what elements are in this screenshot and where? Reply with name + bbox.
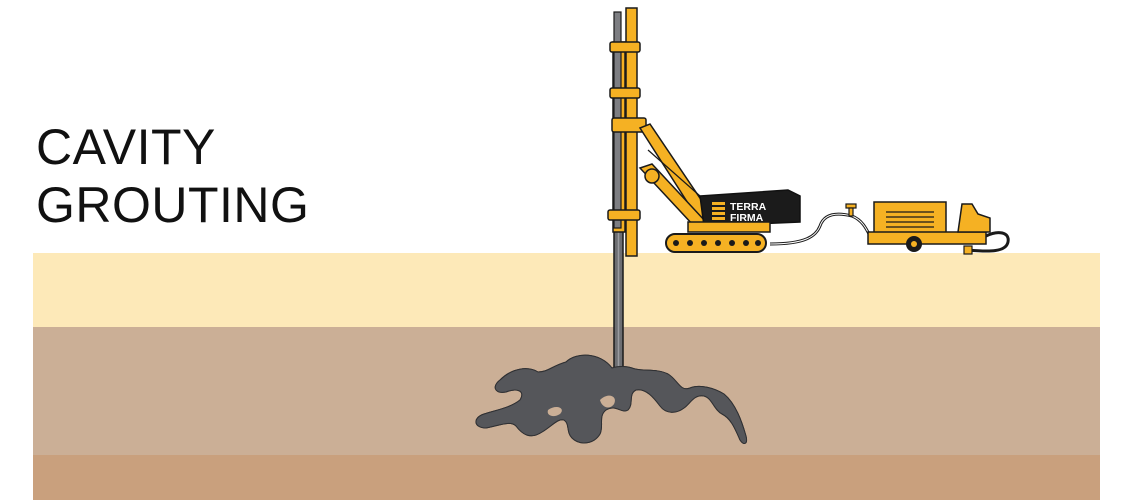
terra-firma-logo-icon: TERRA FIRMA (712, 201, 767, 224)
drill-rig-icon (607, 7, 801, 257)
logo-line1: TERRA (730, 201, 767, 213)
bedrock-layer (33, 455, 1100, 500)
grout-bulb-icon (475, 354, 748, 444)
logo-line2: FIRMA (730, 212, 764, 224)
grout-pump-icon (845, 201, 1010, 255)
topsoil-layer (33, 253, 1100, 327)
page-title: CAVITY GROUTING (36, 118, 309, 234)
drill-rod (613, 227, 624, 372)
title-line-1: CAVITY (36, 119, 216, 175)
title-line-2: GROUTING (36, 177, 310, 233)
